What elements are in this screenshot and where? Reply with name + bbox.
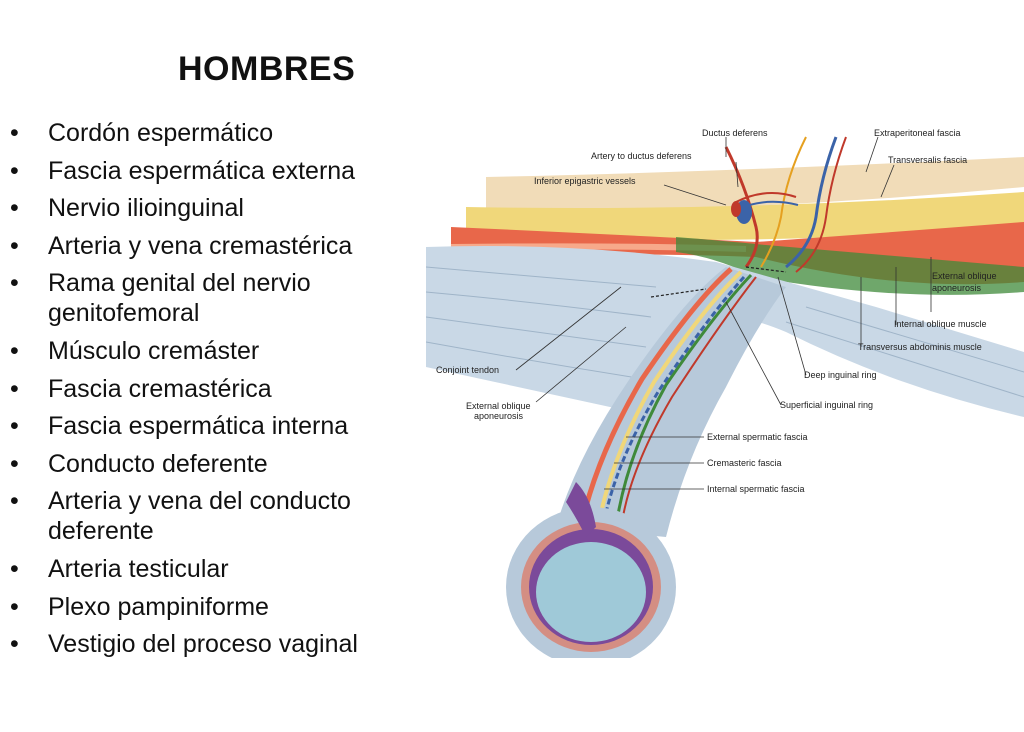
label-extraperitoneal: Extraperitoneal fascia	[874, 128, 961, 138]
label-internal-spermatic: Internal spermatic fascia	[707, 484, 805, 494]
list-item-text: Fascia cremastérica	[48, 374, 272, 403]
list-item: • Arteria testicular	[10, 554, 420, 584]
list-item-text: Rama genital del nervio genitofemoral	[48, 269, 311, 328]
list-item: • Arteria y vena cremastérica	[10, 231, 420, 261]
page-title: HOMBRES	[178, 50, 356, 88]
bullet: •	[10, 487, 19, 516]
list-item-text: Fascia espermática externa	[48, 156, 356, 185]
vein-vessel	[785, 136, 838, 269]
label-internal-oblique: Internal oblique muscle	[894, 319, 987, 329]
bullet: •	[10, 119, 19, 147]
artery-vessel-2	[795, 136, 847, 273]
list-item: • Fascia espermática interna	[10, 411, 420, 441]
list-item-text: Cordón espermático	[48, 119, 274, 147]
label-external-oblique-right-1: External oblique	[932, 271, 997, 281]
pampiniform-plexus	[602, 275, 746, 523]
cremaster-layer	[578, 267, 733, 528]
label-ductus-deferens: Ductus deferens	[702, 128, 768, 138]
list-item: • Fascia espermática externa	[10, 156, 420, 186]
deep-ring-marker	[745, 266, 787, 273]
external-oblique-sheet	[426, 246, 1024, 417]
epigastric-artery	[735, 192, 797, 203]
bullet: •	[10, 592, 19, 621]
internal-fascia-layer	[614, 273, 753, 528]
list-item-text: Plexo pampiniforme	[48, 592, 269, 621]
list-item: • Nervio ilioinguinal	[10, 193, 420, 223]
list-item: • Rama genital del nervio genitofemoral	[10, 268, 420, 328]
list-item-text: Fascia espermática interna	[48, 412, 349, 441]
artery-vessel	[724, 146, 759, 268]
bullet: •	[10, 269, 19, 298]
list-item-text: Vestigio del proceso vaginal	[48, 630, 358, 659]
testicular-artery	[621, 276, 757, 523]
list-item-text: Nervio ilioinguinal	[48, 194, 244, 223]
list-item-text: Arteria y vena del conducto deferente	[48, 487, 351, 546]
list-item: • Arteria y vena del conducto deferente	[10, 486, 420, 546]
superficial-ring-marker	[650, 288, 707, 298]
bullet: •	[10, 449, 19, 478]
list-item-text: Arteria y vena cremastérica	[48, 231, 353, 260]
extraperitoneal-layer	[486, 157, 1024, 212]
bullet: •	[10, 412, 19, 441]
label-inferior-epigastric: Inferior epigastric vessels	[534, 176, 636, 186]
fascia-layer	[596, 270, 743, 528]
internal-oblique-edge	[676, 237, 1024, 295]
testis	[536, 542, 646, 642]
label-cremasteric: Cremasteric fascia	[707, 458, 782, 468]
label-external-oblique-left-1: External oblique	[466, 401, 531, 411]
label-conjoint-tendon: Conjoint tendon	[436, 365, 499, 375]
bullet: •	[10, 194, 19, 223]
structure-list: • Cordón espermático • Fascia espermática …	[10, 118, 420, 667]
label-external-oblique-right-2: aponeurosis	[932, 283, 982, 293]
list-item-text: Músculo cremáster	[48, 336, 260, 365]
list-item: • Vestigio del proceso vaginal	[10, 629, 420, 659]
list-item: • Fascia cremastérica	[10, 374, 420, 404]
label-transversalis: Transversalis fascia	[888, 155, 967, 165]
bullet: •	[10, 554, 19, 583]
list-item: • Cordón espermático	[10, 118, 420, 148]
nerve-vessel	[760, 136, 807, 268]
list-item-text: Arteria testicular	[48, 554, 229, 583]
label-external-spermatic: External spermatic fascia	[707, 432, 808, 442]
label-transversus: Transversus abdominis muscle	[858, 342, 982, 352]
bullet: •	[10, 156, 19, 185]
bullet: •	[10, 336, 19, 365]
label-deep-ring: Deep inguinal ring	[804, 370, 877, 380]
label-external-oblique-left-2: aponeurosis	[474, 411, 524, 421]
processus-vaginalis-vestige	[566, 482, 596, 537]
bullet: •	[10, 231, 19, 260]
bullet: •	[10, 630, 19, 659]
label-artery-to-ductus: Artery to ductus deferens	[591, 151, 692, 161]
list-item: • Plexo pampiniforme	[10, 592, 420, 622]
label-superficial-ring: Superficial inguinal ring	[780, 400, 873, 410]
list-item: • Conducto deferente	[10, 449, 420, 479]
spermatic-cord-illustration: Ductus deferens Artery to ductus deferen…	[426, 117, 1024, 658]
bullet: •	[10, 374, 19, 403]
vessel-cross-section	[731, 201, 741, 217]
list-item: • Músculo cremáster	[10, 336, 420, 366]
list-item-text: Conducto deferente	[48, 449, 268, 478]
